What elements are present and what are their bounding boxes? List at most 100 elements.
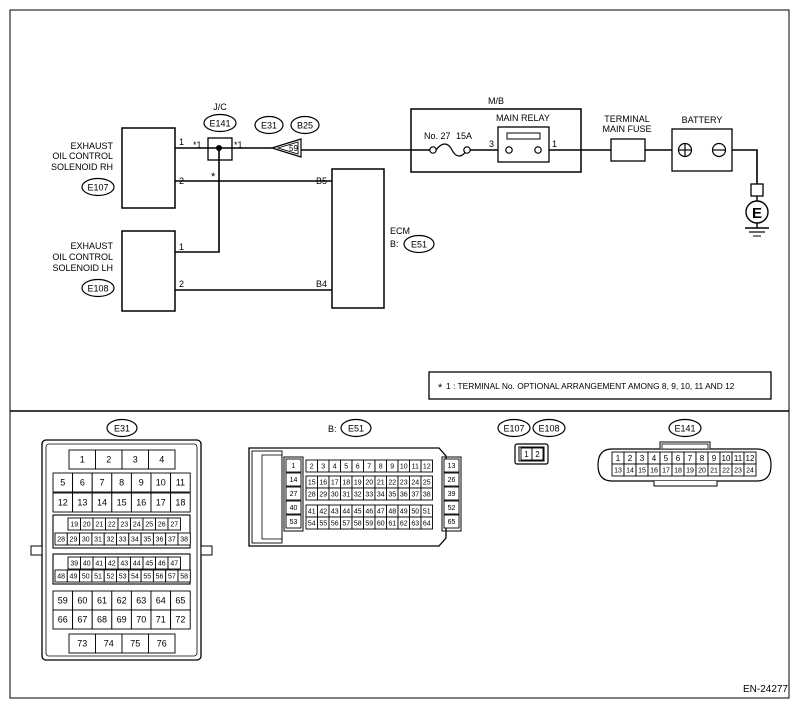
e141-pin-6-label: 6 xyxy=(676,454,681,463)
e141-pin-15-label: 15 xyxy=(638,468,646,475)
e108-badge xyxy=(81,278,115,298)
e31-pin-59-label: 59 xyxy=(58,596,68,606)
e51-pin-57-label: 57 xyxy=(342,521,350,528)
e51-pin-39-label: 39 xyxy=(448,491,456,498)
e51-pin-3-label: 3 xyxy=(321,464,325,471)
e51-pin-53-label: 53 xyxy=(290,519,298,526)
e31-latch-right xyxy=(200,545,213,556)
e141-view-badge xyxy=(668,418,702,438)
e31-pin-2-label: 2 xyxy=(106,455,111,465)
e51-pin-56-label: 56 xyxy=(331,521,339,528)
e31-pin-68-label: 68 xyxy=(97,615,107,625)
e31-pin-9-label: 9 xyxy=(139,478,144,488)
e31-pin-11-label: 11 xyxy=(176,478,185,488)
e141-pin-5-label: 5 xyxy=(664,454,669,463)
e51-pin-13-label: 13 xyxy=(448,463,456,470)
e31-pin-61-label: 61 xyxy=(97,596,107,606)
e51-pin-65-label: 65 xyxy=(448,519,456,526)
e107-badge xyxy=(81,177,115,197)
e51-view-title: E51 xyxy=(348,424,364,434)
e31-pin-5-label: 5 xyxy=(60,478,65,488)
jc-star-below: * xyxy=(211,171,216,183)
joint-connector-box xyxy=(207,137,233,161)
e31-pin-50-label: 50 xyxy=(82,574,90,581)
e51-pin-36-label: 36 xyxy=(400,492,408,499)
e51-pin-41-label: 41 xyxy=(308,509,316,516)
e31-pin-14-label: 14 xyxy=(97,498,107,508)
solenoid-rh-label-3: SOLENOID RH xyxy=(51,162,113,172)
frame xyxy=(9,9,790,699)
e31-pin-12-label: 12 xyxy=(58,498,68,508)
e51-pin-27-label: 27 xyxy=(290,491,298,498)
e31-pin-38-cell xyxy=(177,532,191,546)
e51-pin-24-label: 24 xyxy=(411,480,419,487)
e51-pin-43-label: 43 xyxy=(331,509,339,516)
e31-pin-31-label: 31 xyxy=(94,537,102,544)
e141-pin-3-label: 3 xyxy=(640,454,645,463)
e141-pin-10-label: 10 xyxy=(722,454,731,463)
e107-badge-label: E107 xyxy=(87,183,108,193)
e51-view-badge xyxy=(340,418,372,438)
e51-pin-38-label: 38 xyxy=(423,492,431,499)
e31-pin-73-label: 73 xyxy=(77,639,87,649)
e31-pin-65-label: 65 xyxy=(175,596,185,606)
e51-pin-40-label: 40 xyxy=(290,505,298,512)
e51-pin-16-label: 16 xyxy=(319,480,327,487)
e31-pin-53-label: 53 xyxy=(119,574,127,581)
fuse-terminal-right xyxy=(463,146,471,154)
e31-pin-23-label: 23 xyxy=(120,522,128,529)
e31-pin-69-label: 69 xyxy=(117,615,127,625)
note-box xyxy=(428,371,772,400)
wires xyxy=(175,147,758,291)
e51-pin-25-label: 25 xyxy=(423,480,431,487)
e141-pin-20-label: 20 xyxy=(698,468,706,475)
e51-pin-37-label: 37 xyxy=(411,492,419,499)
e141-pin-8-label: 8 xyxy=(700,454,705,463)
e31-pin-34-label: 34 xyxy=(131,537,139,544)
relay-contact-left xyxy=(505,146,513,154)
e31-group-lower xyxy=(52,553,191,585)
e31-pin-72-label: 72 xyxy=(175,615,185,625)
e51-pin-31-label: 31 xyxy=(342,492,350,499)
e141-view-title: E141 xyxy=(674,424,695,434)
junction-dot xyxy=(216,145,222,151)
e51-pin-7-label: 7 xyxy=(367,464,371,471)
relay-contact-right xyxy=(534,146,542,154)
e107-pin-1-label: 1 xyxy=(524,450,529,459)
e107-view-title: E107 xyxy=(503,424,524,434)
e108-view-title: E108 xyxy=(538,424,559,434)
e51-pin-10-label: 10 xyxy=(400,464,408,471)
e51-pin-32-label: 32 xyxy=(354,492,362,499)
e51-pin-11-label: 11 xyxy=(412,464,419,471)
e31-pin-57-label: 57 xyxy=(168,574,176,581)
e51-pin-5-label: 5 xyxy=(344,464,348,471)
rh-pin-1: 1 xyxy=(179,137,184,147)
e31-pin-15-label: 15 xyxy=(117,498,127,508)
e107-pin-2-cell xyxy=(531,447,544,461)
ecm-label: ECM xyxy=(390,226,410,236)
e31-pin-42-label: 42 xyxy=(108,561,116,568)
solenoid-lh-label-3: SOLENOID LH xyxy=(52,263,113,273)
main-relay-label: MAIN RELAY xyxy=(496,113,550,123)
e141-pin-17-label: 17 xyxy=(662,468,670,475)
terminal-main-fuse-label-2: MAIN FUSE xyxy=(602,124,651,134)
e51-pin-40-cell xyxy=(285,500,302,515)
e31-pin-19-label: 19 xyxy=(70,522,78,529)
e51-pin-22-label: 22 xyxy=(388,480,396,487)
relay-pin-1: 1 xyxy=(552,139,557,149)
e141-pin-1-label: 1 xyxy=(616,454,621,463)
e31-view-badge xyxy=(106,418,138,438)
e51-view-prefix: B: xyxy=(328,424,337,434)
e31-pin-56-label: 56 xyxy=(156,574,164,581)
e31-pin-60-label: 60 xyxy=(77,596,87,606)
e31-pin-27-cell xyxy=(167,517,181,531)
lh-pin-2: 2 xyxy=(179,279,184,289)
e51-pin-52-cell xyxy=(443,500,460,515)
e51-badge-label: E51 xyxy=(411,240,427,250)
e31-pin-33-label: 33 xyxy=(119,537,127,544)
e51-badge xyxy=(403,234,435,254)
e51-pin-28-label: 28 xyxy=(308,492,316,499)
